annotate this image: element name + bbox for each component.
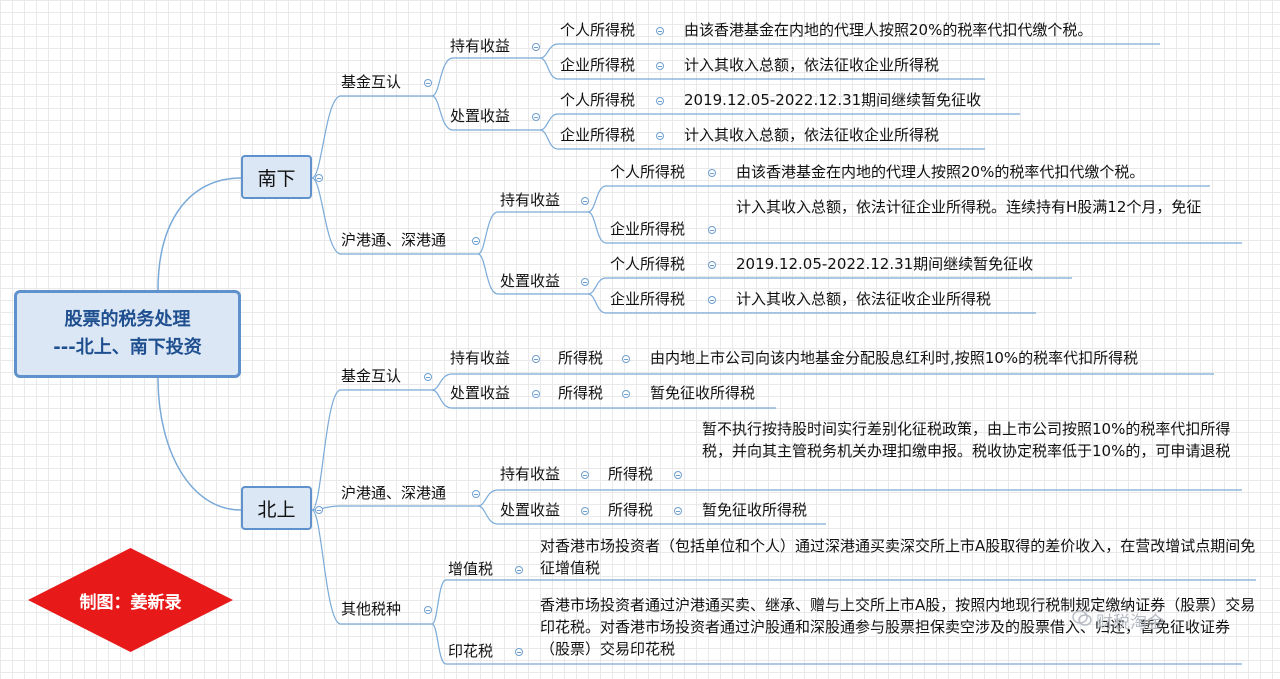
collapse-icon[interactable] <box>656 62 664 70</box>
south-fund-hold-personal-text: 由该香港基金在内地的代理人按照20%的税率代扣代缴个税。 <box>684 21 1093 39</box>
south-fund-dispose-personal-text: 2019.12.05-2022.12.31期间继续暂免征收 <box>684 91 982 109</box>
north-connect-hold-label: 持有收益 <box>500 465 561 483</box>
south-connect-dispose-corporate-label: 企业所得税 <box>610 290 686 308</box>
south-fund-hold-label: 持有收益 <box>450 37 511 55</box>
collapse-icon[interactable] <box>424 79 432 87</box>
north-fund-hold-label: 持有收益 <box>450 349 511 367</box>
north-connect-dispose-text: 暂免征收所得税 <box>702 501 808 519</box>
collapse-icon[interactable] <box>674 471 682 479</box>
collapse-icon[interactable] <box>656 97 664 105</box>
collapse-icon[interactable] <box>581 197 589 205</box>
north-fund-label: 基金互认 <box>341 367 402 385</box>
north-fund-dispose-tax: 所得税 <box>558 384 604 402</box>
collapse-icon[interactable] <box>581 507 589 515</box>
collapse-icon[interactable] <box>708 226 716 234</box>
south-fund-hold-personal-label: 个人所得税 <box>560 21 636 39</box>
south-connect-hold-personal-label: 个人所得税 <box>610 163 686 181</box>
collapse-icon[interactable] <box>674 507 682 515</box>
north-topic[interactable]: 北上 <box>241 486 312 530</box>
north-label: 北上 <box>257 498 296 521</box>
south-fund-hold-corporate-text: 计入其收入总额，依法征收企业所得税 <box>684 56 940 74</box>
collapse-icon[interactable] <box>515 566 523 574</box>
north-stamp-label: 印花税 <box>448 642 494 660</box>
root-title-line1: 股票的税务处理 <box>64 309 191 330</box>
north-connect-dispose-tax: 所得税 <box>608 501 654 519</box>
collapse-icon[interactable] <box>532 390 540 398</box>
south-label: 南下 <box>257 167 296 190</box>
north-fund-dispose-label: 处置收益 <box>450 384 511 402</box>
north-vat-label: 增值税 <box>448 560 494 578</box>
collapse-icon[interactable] <box>581 471 589 479</box>
south-fund-dispose-label: 处置收益 <box>450 107 511 125</box>
south-connect-dispose-personal-text: 2019.12.05-2022.12.31期间继续暂免征收 <box>736 255 1034 273</box>
south-connect-hold-personal-text: 由该香港基金在内地的代理人按照20%的税率代扣代缴个税。 <box>736 163 1145 181</box>
collapse-icon[interactable] <box>315 174 323 182</box>
collapse-icon[interactable] <box>315 506 323 514</box>
collapse-icon[interactable] <box>424 606 432 614</box>
south-fund-label: 基金互认 <box>341 73 402 91</box>
north-other-label: 其他税种 <box>341 600 402 618</box>
collapse-icon[interactable] <box>622 390 630 398</box>
south-fund-dispose-corporate-text: 计入其收入总额，依法征收企业所得税 <box>684 126 940 144</box>
north-connect-dispose-label: 处置收益 <box>500 501 561 519</box>
south-fund-hold-corporate-label: 企业所得税 <box>560 56 636 74</box>
north-stamp-text: 香港市场投资者通过沪港通买卖、继承、赠与上交所上市A股，按照内地现行税制规定缴纳… <box>540 596 1256 658</box>
north-fund-hold-text: 由内地上市公司向该内地基金分配股息红利时,按照10%的税率代扣所得税 <box>650 349 1139 367</box>
south-fund-dispose-personal-label: 个人所得税 <box>560 91 636 109</box>
collapse-icon[interactable] <box>532 43 540 51</box>
south-fund-dispose-corporate-label: 企业所得税 <box>560 126 636 144</box>
wechat-icon <box>1072 609 1092 632</box>
north-fund-hold-tax: 所得税 <box>558 349 604 367</box>
collapse-icon[interactable] <box>472 237 480 245</box>
north-fund-dispose-text: 暂免征收所得税 <box>650 384 756 402</box>
collapse-icon[interactable] <box>708 169 716 177</box>
watermark-text: 财税淘金 <box>1096 613 1164 633</box>
south-connect-hold-corporate-text: 计入其收入总额，依法计征企业所得税。连续持有H股满12个月，免征 <box>736 198 1202 216</box>
collapse-icon[interactable] <box>424 373 432 381</box>
collapse-icon[interactable] <box>656 132 664 140</box>
south-connect-dispose-label: 处置收益 <box>500 272 561 290</box>
root-title-line2: ---北上、南下投资 <box>53 337 202 358</box>
south-connect-dispose-corporate-text: 计入其收入总额，依法征收企业所得税 <box>736 290 992 308</box>
watermark: 财税淘金 <box>1072 608 1164 633</box>
collapse-icon[interactable] <box>581 278 589 286</box>
north-vat-text: 对香港市场投资者（包括单位和个人）通过深港通买卖深交所上市A股取得的差价收入，在… <box>540 537 1256 577</box>
south-topic[interactable]: 南下 <box>241 155 312 199</box>
collapse-icon[interactable] <box>708 261 716 269</box>
collapse-icon[interactable] <box>472 490 480 498</box>
root-topic[interactable]: 股票的税务处理 ---北上、南下投资 <box>14 290 241 378</box>
north-connect-hold-tax: 所得税 <box>608 465 654 483</box>
south-connect-dispose-personal-label: 个人所得税 <box>610 255 686 273</box>
collapse-icon[interactable] <box>708 296 716 304</box>
collapse-icon[interactable] <box>622 355 630 363</box>
collapse-icon[interactable] <box>532 113 540 121</box>
north-connect-label: 沪港通、深港通 <box>341 484 447 502</box>
south-connect-label: 沪港通、深港通 <box>341 231 447 249</box>
south-connect-hold-label: 持有收益 <box>500 191 561 209</box>
credit-text: 制图：姜新录 <box>79 592 182 613</box>
north-connect-hold-text: 暂不执行按持股时间实行差别化征税政策，由上市公司按照10%的税率代扣所得税，并向… <box>702 420 1231 460</box>
collapse-icon[interactable] <box>515 648 523 656</box>
south-connect-hold-corporate-label: 企业所得税 <box>610 220 686 238</box>
collapse-icon[interactable] <box>656 27 664 35</box>
collapse-icon[interactable] <box>532 355 540 363</box>
